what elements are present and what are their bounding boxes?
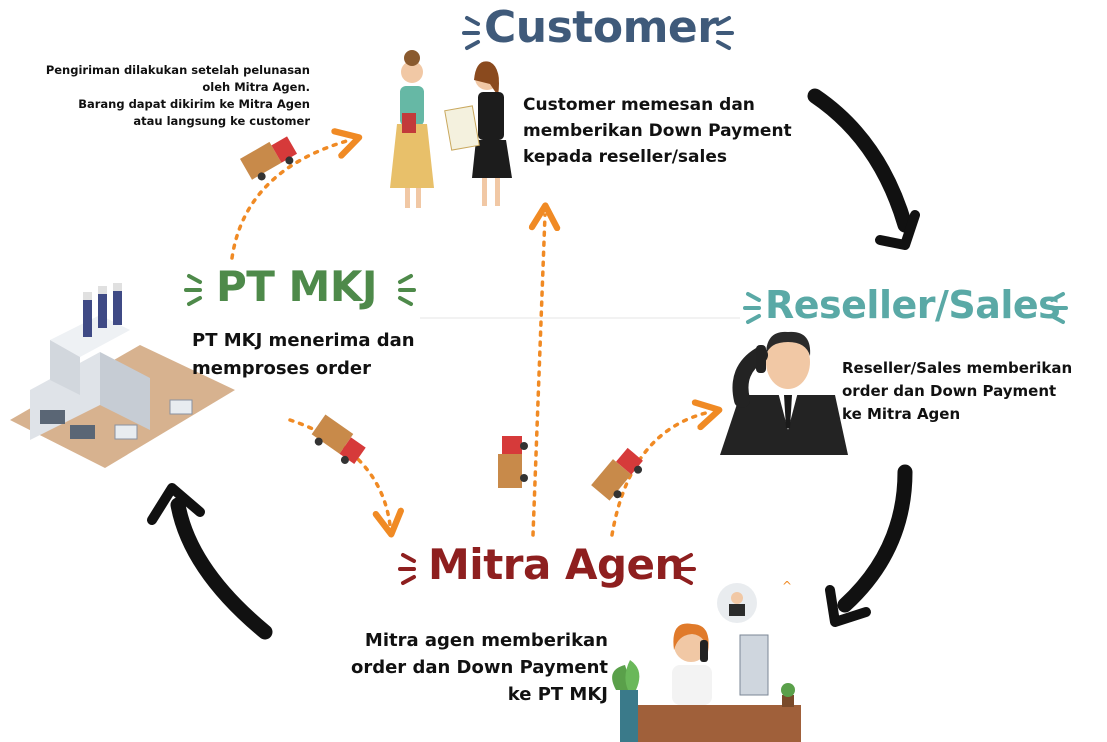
truck-icon (498, 436, 528, 488)
reseller-title-dashes (743, 292, 1068, 324)
flow-arrows (147, 88, 920, 640)
shipping-note-line: oleh Mitra Agen. (202, 80, 310, 94)
ptmkj-description-line: PT MKJ menerima dan (192, 330, 415, 351)
office-worker-icon: ^ (612, 579, 801, 742)
arrow-reseller-to-mitra (837, 464, 913, 613)
customer-description-line: kepada reseller/sales (523, 147, 727, 167)
ptmkj-description-line: memproses order (192, 358, 371, 379)
customer-women-icon (390, 50, 512, 208)
reseller-description-line: Reseller/Sales memberikan (842, 359, 1073, 377)
customer-title-dashes (462, 16, 734, 50)
arrow-mitra-to-ptmkj (170, 497, 273, 640)
delivery-ptmkj-to-mitra (288, 418, 404, 538)
shipping-note-line: Barang dapat dikirim ke Mitra Agen (78, 97, 310, 111)
customer-description-line: Customer memesan dan (523, 95, 755, 115)
mitra-agen-description: Mitra agen memberikan order dan Down Pay… (300, 627, 608, 708)
shipping-note-line: atau langsung ke customer (133, 114, 310, 128)
reseller-description-line: ke Mitra Agen (842, 405, 961, 423)
customer-title: Customer (484, 2, 719, 53)
ptmkj-title: PT MKJ (216, 262, 378, 311)
ptmkj-description: PT MKJ menerima dan memproses order (192, 327, 415, 383)
shipping-note: Pengiriman dilakukan setelah pelunasan o… (28, 62, 310, 130)
delivery-mitra-to-customer (528, 202, 561, 537)
customer-description-line: memberikan Down Payment (523, 121, 792, 141)
mitra-title-dashes (398, 553, 696, 585)
reseller-title: Reseller/Sales (765, 283, 1061, 327)
mitra-agen-description-line: ke PT MKJ (507, 684, 608, 705)
arrow-customer-to-reseller (807, 88, 913, 233)
customer-description: Customer memesan dan memberikan Down Pay… (523, 92, 792, 170)
truck-icon (240, 136, 298, 181)
shipping-note-line: Pengiriman dilakukan setelah pelunasan (45, 63, 310, 77)
svg-text:^: ^ (782, 579, 792, 593)
reseller-description: Reseller/Sales memberikan order dan Down… (842, 357, 1072, 426)
reseller-description-line: order dan Down Payment (842, 382, 1057, 400)
mitra-agen-title: Mitra Agen (428, 540, 684, 589)
businessman-phone-icon (720, 331, 848, 455)
delivery-mitra-to-reseller (610, 399, 723, 537)
mitra-agen-description-line: Mitra agen memberikan (364, 630, 608, 651)
truck-icon (311, 414, 366, 465)
factory-icon (10, 283, 235, 468)
delivery-ptmkj-to-customer (230, 128, 363, 260)
ptmkj-title-dashes (184, 274, 416, 306)
truck-icon (591, 447, 643, 501)
mitra-agen-description-line: order dan Down Payment (350, 657, 608, 678)
delivery-paths (230, 128, 723, 538)
